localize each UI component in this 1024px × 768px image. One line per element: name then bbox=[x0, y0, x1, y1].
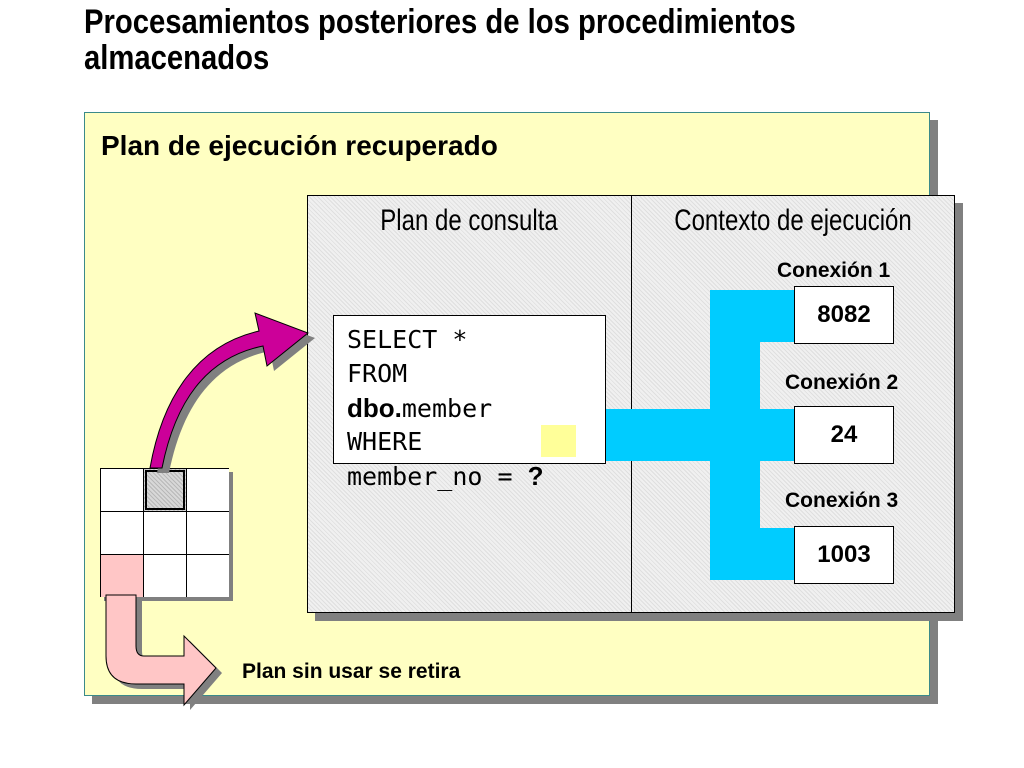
connection-2-value: 24 bbox=[794, 406, 894, 464]
query-line-from: FROM bbox=[347, 359, 408, 388]
connection-2-label: Conexión 2 bbox=[785, 371, 899, 394]
connector-branch-1 bbox=[710, 290, 796, 342]
query-line-where: WHERE bbox=[347, 427, 423, 456]
query-schema: dbo. bbox=[347, 393, 402, 423]
query-parameter: ? bbox=[527, 461, 544, 491]
slide-title: Procesamientos posteriores de los proced… bbox=[84, 3, 796, 77]
query-line-select: SELECT * bbox=[347, 325, 468, 354]
query-plan-heading: Plan de consulta bbox=[380, 204, 558, 237]
connection-3-label: Conexión 3 bbox=[785, 489, 899, 512]
query-condition: member_no = bbox=[347, 462, 528, 491]
query-table: member bbox=[401, 394, 493, 423]
cache-cell bbox=[187, 555, 229, 597]
connection-1-value: 8082 bbox=[794, 286, 894, 344]
cache-cell bbox=[144, 512, 186, 554]
cache-cell bbox=[101, 469, 143, 511]
execution-context-heading: Contexto de ejecución bbox=[674, 204, 912, 237]
cache-cell bbox=[144, 555, 186, 597]
panel-heading: Plan de ejecución recuperado bbox=[101, 130, 498, 161]
connector-branch-2 bbox=[710, 409, 796, 461]
connection-1-label: Conexión 1 bbox=[777, 259, 891, 282]
column-divider bbox=[631, 196, 632, 612]
retire-arrow bbox=[105, 594, 217, 707]
plan-cache-grid bbox=[100, 468, 229, 597]
cache-cell bbox=[101, 512, 143, 554]
retire-label: Plan sin usar se retira bbox=[242, 660, 461, 683]
query-line-condition: member_no = ? bbox=[347, 459, 544, 494]
cache-cell bbox=[187, 469, 229, 511]
cache-cell-unused bbox=[101, 555, 143, 597]
connector-branch-3 bbox=[710, 528, 796, 580]
connector-query-link bbox=[604, 409, 712, 461]
connection-3-value: 1003 bbox=[794, 526, 894, 584]
retrieve-arrow bbox=[149, 312, 309, 469]
query-line-table: dbo.member bbox=[347, 391, 492, 426]
parameter-highlight bbox=[541, 425, 576, 457]
cache-cell-retrieved bbox=[144, 469, 186, 511]
cache-cell bbox=[187, 512, 229, 554]
